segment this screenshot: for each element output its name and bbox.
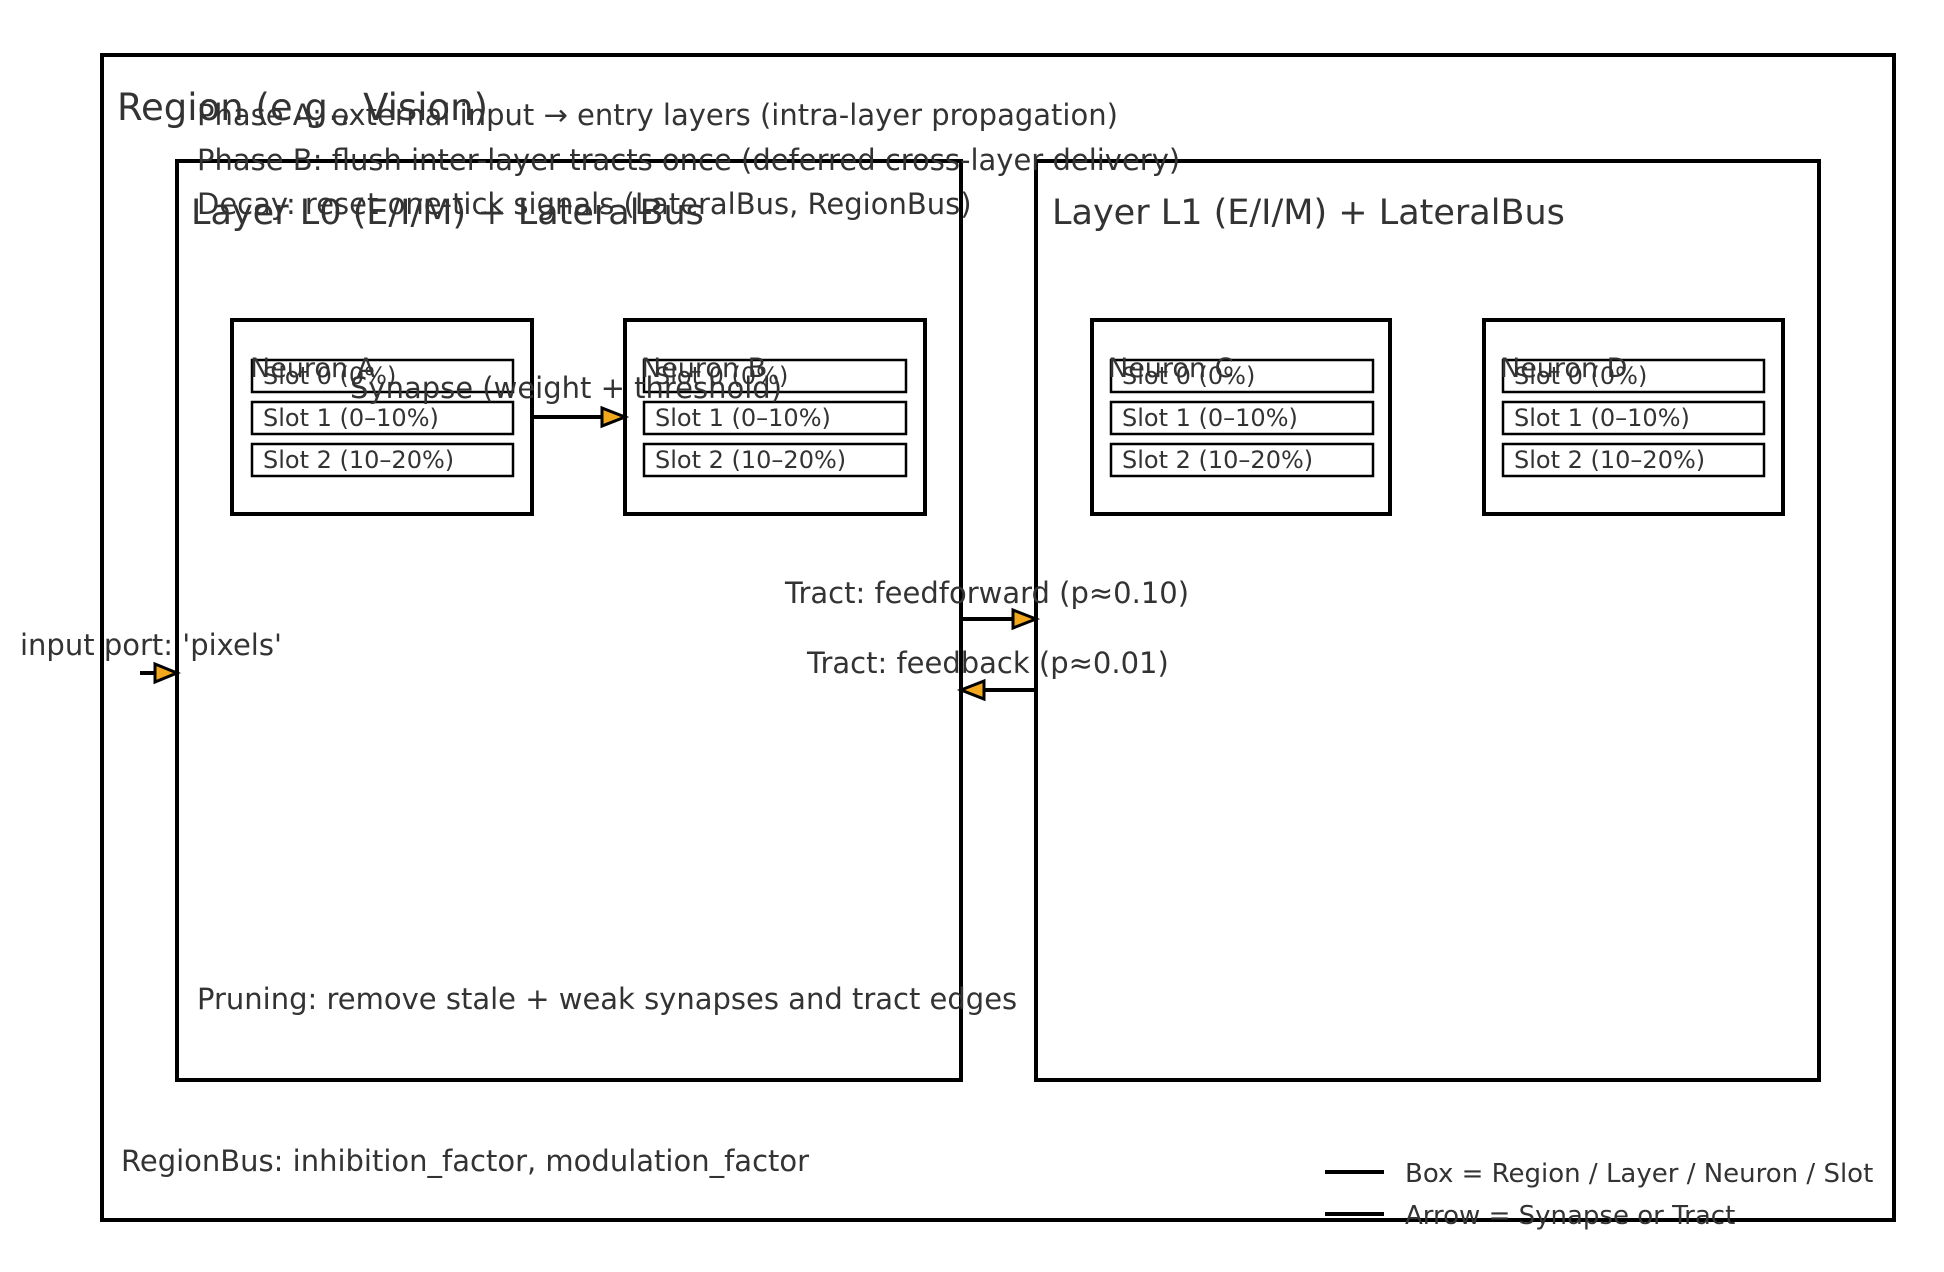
- legend: Box = Region / Layer / Neuron / Slot Arr…: [1325, 1159, 1873, 1231]
- slot-2-box: [642, 442, 908, 478]
- slot-1-label: Slot 1 (0–10%): [1122, 404, 1298, 432]
- layer-l0-title: Layer L0 (E/I/M) + LateralBus: [191, 193, 704, 233]
- arrow-head-icon: [956, 678, 986, 702]
- neuron-b: Neuron B Slot 0 (0%) Slot 1 (0–10%) Slot…: [623, 318, 927, 516]
- neuron-box: [1482, 318, 1785, 516]
- neuron-label: Neuron D: [1500, 353, 1627, 384]
- slot-1-label: Slot 1 (0–10%): [1514, 404, 1690, 432]
- arrow-head-icon: [1011, 607, 1041, 631]
- slot-1-label: Slot 1 (0–10%): [655, 404, 831, 432]
- slot-1-box: [1109, 400, 1375, 436]
- neuron-label: Neuron A: [250, 353, 376, 384]
- decay-note: Decay: reset one-tick signals (LateralBu…: [197, 187, 972, 221]
- legend-arrow-label: Arrow = Synapse or Tract: [1405, 1201, 1735, 1231]
- region-bus-note: RegionBus: inhibition_factor, modulation…: [121, 1144, 809, 1178]
- slot-0-label: Slot 0 (0%): [1122, 362, 1255, 390]
- slot-2-box: [1109, 442, 1375, 478]
- slot-2-box: [1501, 442, 1766, 478]
- arrow-head-icon: [600, 405, 630, 429]
- slot-0-label: Slot 0 (0%): [1514, 362, 1647, 390]
- slot-2-label: Slot 2 (10–20%): [263, 446, 454, 474]
- neuron-box: [1090, 318, 1392, 516]
- slot-1-box: [1501, 400, 1766, 436]
- tract-feedback-label: Tract: feedback (p≈0.01): [806, 646, 1169, 680]
- pruning-note: Pruning: remove stale + weak synapses an…: [197, 982, 1017, 1016]
- region-title: Region (e.g., Vision): [117, 86, 488, 129]
- slot-1-box: [250, 400, 515, 436]
- legend-box-label: Box = Region / Layer / Neuron / Slot: [1405, 1159, 1873, 1189]
- slot-0-label: Slot 0 (0%): [263, 362, 396, 390]
- neuron-label: Neuron B: [641, 353, 766, 384]
- neuron-d: Neuron D Slot 0 (0%) Slot 1 (0–10%) Slot…: [1482, 318, 1785, 516]
- synapse-arrow: [532, 405, 630, 429]
- neuron-label: Neuron C: [1108, 353, 1234, 384]
- slot-2-label: Slot 2 (10–20%): [655, 446, 846, 474]
- tract-feedforward-arrow: [961, 607, 1041, 631]
- slot-0-box: [1109, 358, 1375, 394]
- layer-l1-box: [1034, 159, 1821, 1082]
- slot-1-label: Slot 1 (0–10%): [263, 404, 439, 432]
- layer-l1-title: Layer L1 (E/I/M) + LateralBus: [1052, 193, 1565, 233]
- tract-feedforward-label: Tract: feedforward (p≈0.10): [784, 576, 1189, 610]
- slot-2-label: Slot 2 (10–20%): [1514, 446, 1705, 474]
- slot-0-box: [1501, 358, 1766, 394]
- layer-l0-box: [175, 159, 963, 1082]
- phase-b-note: Phase B: flush inter-layer tracts once (…: [197, 143, 1180, 177]
- slot-0-box: [250, 358, 515, 394]
- slot-0-box: [642, 358, 908, 394]
- slot-1-box: [642, 400, 908, 436]
- tract-feedback-arrow: [956, 678, 1036, 702]
- slot-2-box: [250, 442, 515, 478]
- arrow-head-icon: [153, 661, 181, 685]
- synapse-label: Synapse (weight + threshold): [350, 371, 782, 405]
- input-port-arrow: [140, 661, 181, 685]
- input-port-label: input port: 'pixels': [20, 628, 282, 662]
- slot-2-label: Slot 2 (10–20%): [1122, 446, 1313, 474]
- phase-a-note: Phase A: external input → entry layers (…: [197, 98, 1118, 132]
- neuron-a: Neuron A Slot 0 (0%) Slot 1 (0–10%) Slot…: [230, 318, 534, 516]
- region-box: [100, 53, 1896, 1222]
- slot-0-label: Slot 0 (0%): [655, 362, 788, 390]
- neuron-c: Neuron C Slot 0 (0%) Slot 1 (0–10%) Slot…: [1090, 318, 1392, 516]
